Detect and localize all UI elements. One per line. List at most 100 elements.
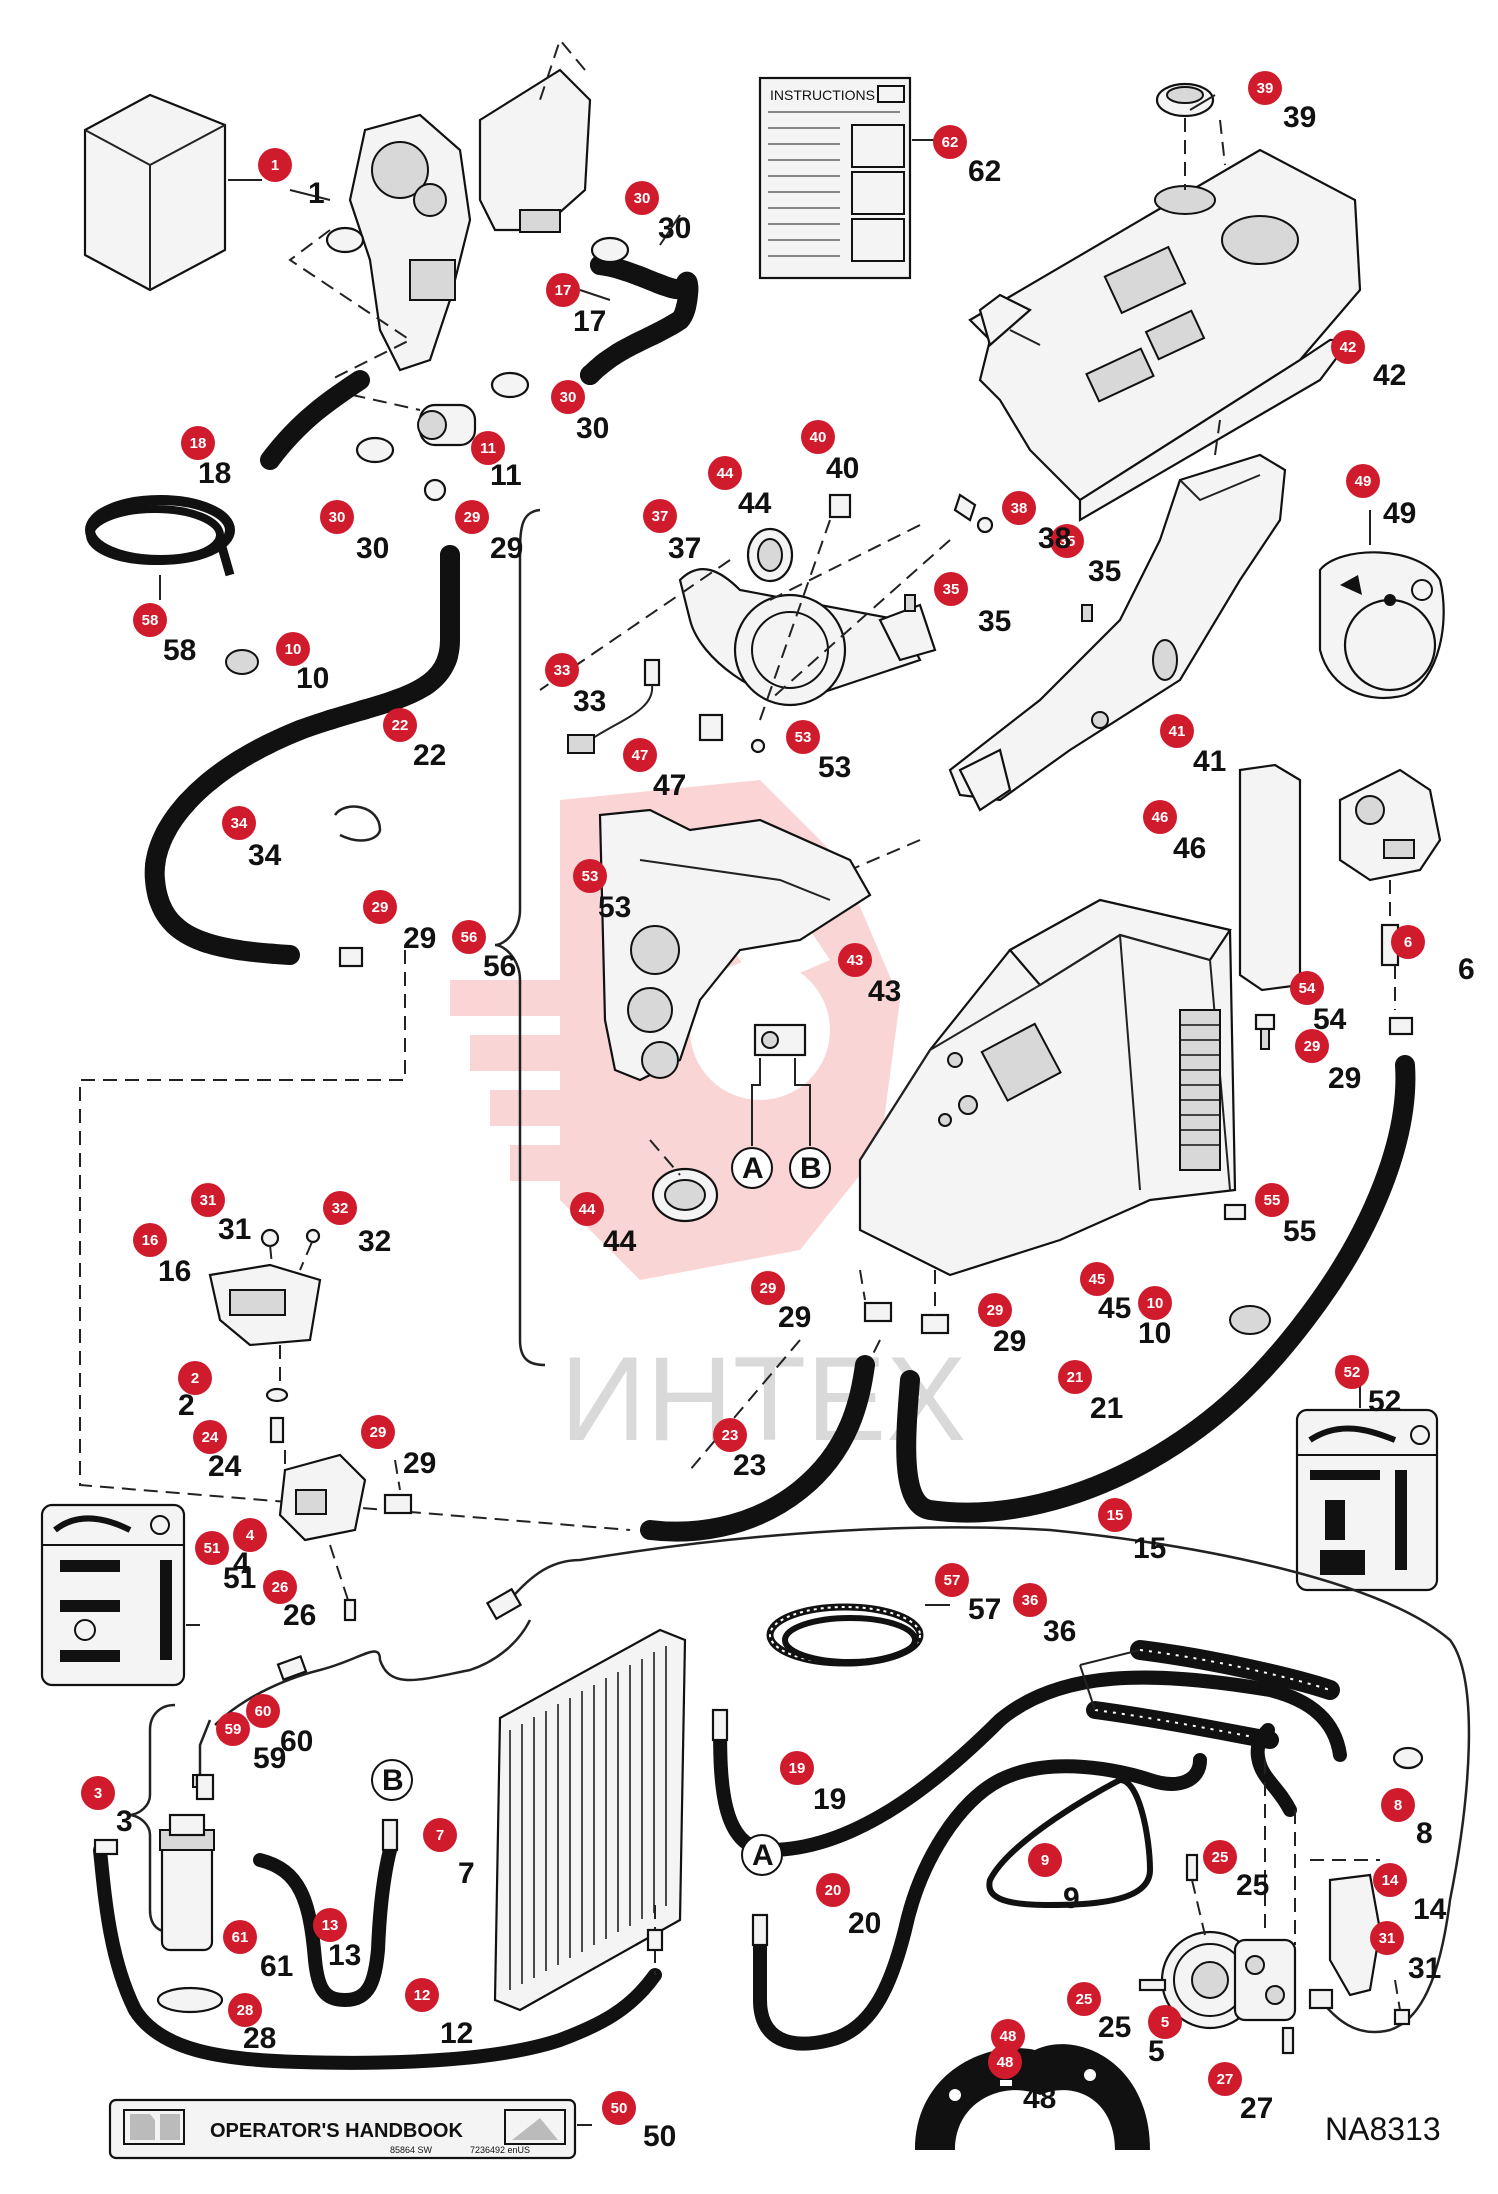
part-number-label: 22 xyxy=(413,739,446,772)
callout-4: 44 xyxy=(233,1518,267,1580)
callout-badge xyxy=(573,859,607,893)
callout-ref: 51 xyxy=(204,1540,221,1557)
callout-ref: 48 xyxy=(997,2054,1014,2071)
callout-badge xyxy=(455,500,489,534)
callout-badge xyxy=(1058,1360,1092,1394)
callout-ref: 32 xyxy=(332,1200,349,1217)
part-number-label: 56 xyxy=(483,950,516,983)
callout-badge xyxy=(991,2019,1025,2053)
part-number-label: 18 xyxy=(198,457,231,490)
part-number-label: 15 xyxy=(1133,1532,1166,1565)
callout-ref: 24 xyxy=(202,1429,219,1446)
part-34-clamp xyxy=(333,805,382,842)
callout-badge xyxy=(452,920,486,954)
part-33-sensor xyxy=(567,658,661,754)
callout-ref: 29 xyxy=(1304,1038,1321,1055)
callout-badge xyxy=(1160,714,1194,748)
callout-badge xyxy=(1002,491,1036,525)
callout-ref: 21 xyxy=(1067,1369,1084,1386)
part-number-label: 1 xyxy=(308,177,325,210)
part-number-label: 61 xyxy=(260,1950,293,1983)
callout-badge xyxy=(405,1978,439,2012)
callout-ref: 53 xyxy=(795,729,812,746)
callout-badge xyxy=(1255,1183,1289,1217)
instructions-title: INSTRUCTIONS xyxy=(770,87,875,103)
callout-ref: 61 xyxy=(232,1929,249,1946)
callout-ref: 10 xyxy=(285,641,302,658)
handbook-title: OPERATOR'S HANDBOOK xyxy=(210,2120,463,2142)
callout-48: 48 48 xyxy=(991,2019,1063,2082)
callout-ref: 20 xyxy=(825,1882,842,1899)
callout-badge xyxy=(276,632,310,666)
callout-ref: 29 xyxy=(987,1302,1004,1319)
callout-61: 61 61 xyxy=(223,1920,293,1983)
part-number-label: 48 xyxy=(1023,2082,1056,2115)
callouts: 1122334455667788991010101011111212131314… xyxy=(81,71,1475,2153)
callout-badge xyxy=(643,499,677,533)
part-51-decal xyxy=(40,1503,186,1687)
part-50-operators-handbook: OPERATOR'S HANDBOOK 85864 SW 7236492 enU… xyxy=(108,2098,577,2160)
callout-ref: 62 xyxy=(942,134,959,151)
callout-48: 48 48 xyxy=(988,2045,1056,2115)
part-44-ring-lower xyxy=(651,1167,719,1223)
callout-53: 53 53 xyxy=(786,720,851,784)
callout-badge xyxy=(545,653,579,687)
callout-ref: 34 xyxy=(231,815,248,832)
callout-ref: 49 xyxy=(1355,473,1372,490)
part-number-label: 53 xyxy=(818,751,851,784)
part-number-label: 31 xyxy=(1408,1952,1441,1985)
handbook-code-1: 85864 SW xyxy=(390,2145,433,2155)
part-number-label: 59 xyxy=(253,1742,286,1775)
part-15-connector xyxy=(485,1587,1334,2010)
part-number-label: 48 xyxy=(1030,2049,1063,2082)
part-number-label: 41 xyxy=(1193,745,1226,778)
part-number-label: 30 xyxy=(576,412,609,445)
callout-ref: 22 xyxy=(392,717,409,734)
callout-badge xyxy=(263,1570,297,1604)
part-number-label: 21 xyxy=(1090,1392,1123,1425)
callout-badge xyxy=(1098,1498,1132,1532)
callout-ref: 47 xyxy=(632,747,649,764)
part-number-label: 31 xyxy=(218,1213,251,1246)
callout-badge xyxy=(1331,330,1365,364)
callout-ref: 30 xyxy=(634,190,651,207)
callout-badge xyxy=(246,1694,280,1728)
callout-7: 77 xyxy=(423,1818,475,1890)
callout-ref: 44 xyxy=(579,1201,596,1218)
callout-badge xyxy=(258,148,292,182)
callout-badge xyxy=(216,1712,250,1746)
part-61-receiver-drier xyxy=(159,1813,215,1952)
part-number-label: 49 xyxy=(1383,497,1416,530)
part-14-bracket xyxy=(1328,1873,1382,1997)
part-11-fitting xyxy=(417,403,477,447)
part-number-label: 51 xyxy=(223,1562,256,1595)
part-55-clip xyxy=(1223,1203,1247,1221)
part-number-label: 14 xyxy=(1413,1893,1447,1926)
callout-6: 66 xyxy=(1391,925,1475,986)
callout-ref: 29 xyxy=(372,899,389,916)
callout-badge xyxy=(1050,524,1084,558)
callout-badge xyxy=(193,1420,227,1454)
callout-badge xyxy=(313,1908,347,1942)
callout-ref: 42 xyxy=(1340,339,1357,356)
part-number-label: 29 xyxy=(403,1447,436,1480)
diagram-id: NA8313 xyxy=(1325,2111,1441,2147)
part-number-label: 57 xyxy=(968,1593,1001,1626)
